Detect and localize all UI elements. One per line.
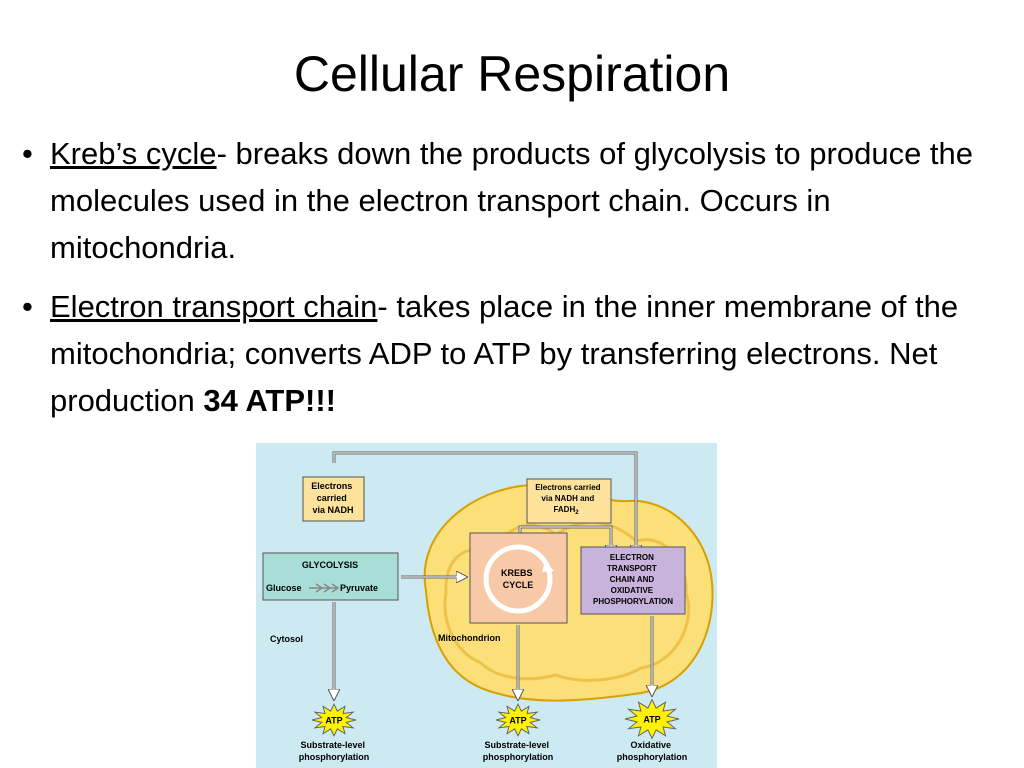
svg-text:ELECTRON TRANSPORT: ELECTRON TRANSPORT CHAIN AND OXIDATIVE P… bbox=[593, 553, 673, 606]
etc-label-line-5: PHOSPHORYLATION bbox=[593, 597, 673, 606]
atp-bursts: ATP ATP ATP bbox=[311, 698, 680, 740]
output-1-line-1: Substrate-level bbox=[300, 740, 365, 750]
etc-label-line-4: OXIDATIVE bbox=[611, 586, 654, 595]
atp-burst-3 bbox=[624, 698, 680, 740]
etc-box bbox=[580, 546, 686, 615]
electrons-nadh-line-2: carried bbox=[317, 493, 347, 503]
bullet-glyph: • bbox=[22, 136, 33, 171]
mitochondrion-label: Mitochondrion bbox=[438, 633, 501, 643]
electron-transport-chain-description: - takes place in the inner membrane of t… bbox=[50, 289, 959, 418]
diagram-canvas: Electrons carried via NADH Electrons car… bbox=[256, 443, 717, 768]
etc-label-line-3: CHAIN AND bbox=[610, 575, 655, 584]
glycolysis-arrows bbox=[309, 583, 340, 593]
electrons-to-etc-arrow-inner bbox=[333, 452, 637, 555]
krebs-label-line-1: KREBS bbox=[501, 568, 533, 578]
krebs-cycle-term: Kreb’s cycle bbox=[50, 136, 217, 171]
bullet-glyph: • bbox=[22, 289, 33, 324]
glycolysis-box bbox=[262, 552, 399, 601]
bullet-list: • Kreb’s cycle- breaks down the products … bbox=[22, 130, 1002, 436]
svg-text:KREBS CYCLE: KREBS CYCLE bbox=[501, 568, 535, 590]
output-1-line-2: phosphorylation bbox=[299, 752, 370, 762]
pyruvate-label: Pyruvate bbox=[340, 583, 378, 593]
output-2-line-2: phosphorylation bbox=[483, 752, 554, 762]
atp-label-1: ATP bbox=[325, 716, 342, 726]
electrons-nadh-fadh-line-1: Electrons carried bbox=[535, 483, 600, 492]
bullet-electron-transport-chain: • Electron transport chain- takes place i… bbox=[22, 283, 1002, 424]
krebs-cycle-description: - breaks down the products of glycolysis… bbox=[50, 136, 974, 265]
fadh-subscript: 2 bbox=[575, 510, 579, 516]
svg-text:Electrons carried: Electrons carried via NADH bbox=[311, 481, 355, 515]
electrons-nadh-fadh-note bbox=[526, 478, 612, 524]
svg-text:Electrons carried via NA: Electrons carried via NADH and FADH2 bbox=[535, 483, 603, 516]
svg-text:Substrate-level phosphor: Substrate-level phosphorylation bbox=[299, 740, 370, 762]
electrons-nadh-note bbox=[302, 476, 365, 522]
cellular-respiration-diagram: Electrons carried via NADH Electrons car… bbox=[256, 443, 717, 768]
krebs-cycle-circle bbox=[483, 544, 553, 614]
output-3-line-2: phosphorylation bbox=[617, 752, 688, 762]
glycolysis-title: GLYCOLYSIS bbox=[302, 560, 358, 570]
output-2-line-1: Substrate-level bbox=[484, 740, 549, 750]
etc-label-line-1: ELECTRON bbox=[610, 553, 654, 562]
etc-label-line-2: TRANSPORT bbox=[607, 564, 657, 573]
bullet-krebs-cycle: • Kreb’s cycle- breaks down the products … bbox=[22, 130, 1002, 271]
cytosol-label: Cytosol bbox=[270, 634, 303, 644]
mitochondrion-inner-membrane bbox=[443, 520, 691, 682]
svg-text:Substrate-level phosphor: Substrate-level phosphorylation bbox=[483, 740, 554, 762]
svg-text:Oxidative phosphorylatio: Oxidative phosphorylation bbox=[617, 740, 688, 762]
atp-emphasis: 34 ATP!!! bbox=[203, 383, 337, 418]
atp-label-2: ATP bbox=[509, 716, 526, 726]
atp-label-3: ATP bbox=[643, 715, 660, 725]
electrons-nadh-line-3: via NADH bbox=[312, 505, 353, 515]
slide-title: Cellular Respiration bbox=[293, 46, 731, 102]
electrons-nadh-line-1: Electrons bbox=[311, 481, 352, 491]
krebs-label-line-2: CYCLE bbox=[503, 580, 534, 590]
output-3-line-1: Oxidative bbox=[630, 740, 671, 750]
krebs-cycle-arrowhead bbox=[542, 561, 554, 572]
electron-transport-chain-term: Electron transport chain bbox=[50, 289, 378, 324]
glucose-label: Glucose bbox=[266, 583, 302, 593]
electrons-nadh-fadh-line-3: FADH bbox=[553, 505, 575, 514]
atp-burst-2 bbox=[495, 703, 541, 737]
electrons-nadh-fadh-line-2: via NADH and bbox=[541, 494, 594, 503]
atp-burst-1 bbox=[311, 703, 357, 737]
